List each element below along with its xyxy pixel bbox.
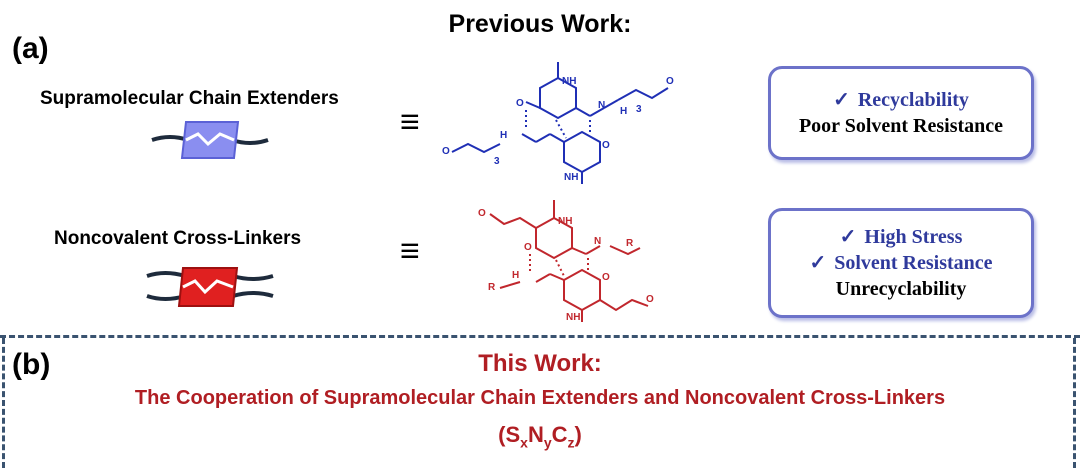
unrecyclability-text: Unrecyclability: [835, 278, 967, 300]
chain-extender-icon: [151, 121, 269, 159]
checkmark-icon: ✓: [839, 226, 857, 248]
nh-label: NH: [566, 312, 580, 323]
o-label: O: [602, 140, 610, 151]
upy-dimer-structure-blue: NH O N H 3 O O NH H 3 O: [442, 62, 674, 184]
o-label: O: [442, 146, 450, 157]
nh-label: NH: [558, 216, 572, 227]
equivalence-symbol-2: ≡: [400, 232, 420, 270]
o-label: O: [602, 272, 610, 283]
properties-box-chain-extenders: ✓ Recyclability Poor Solvent Resistance: [768, 66, 1034, 160]
panel-b-right-border: [1073, 338, 1076, 468]
o-label: O: [478, 208, 486, 219]
o-label: O: [524, 242, 532, 253]
recyclability-item: ✓ Recyclability: [771, 87, 1031, 113]
nh-label: NH: [564, 172, 578, 183]
checkmark-icon: ✓: [809, 252, 827, 274]
o-label: O: [646, 294, 654, 305]
solvent-resistance-text: Solvent Resistance: [834, 252, 993, 274]
nh-label: NH: [562, 76, 576, 87]
r-label: R: [488, 282, 496, 293]
panel-b-left-border: [2, 338, 5, 468]
chain-extenders-label: Supramolecular Chain Extenders: [40, 88, 339, 109]
upy-dimer-structure-red: O NH O N R O NH O H R: [478, 200, 654, 323]
r-label: R: [626, 238, 634, 249]
n-label: N: [598, 100, 605, 111]
section-divider: [0, 335, 1080, 338]
o-label: O: [516, 98, 524, 109]
h-label: H: [512, 270, 519, 281]
cooperation-subtitle: The Cooperation of Supramolecular Chain …: [134, 387, 946, 409]
high-stress-item: ✓ High Stress: [771, 224, 1031, 250]
solvent-resistance-item: ✓ Solvent Resistance: [771, 250, 1031, 276]
sub-3-label: 3: [636, 104, 642, 115]
h-label: H: [620, 106, 627, 117]
previous-work-title: Previous Work:: [448, 10, 632, 38]
n-label: N: [594, 236, 601, 247]
panel-b-label: (b): [12, 348, 51, 381]
h-label: H: [500, 130, 507, 141]
sub-3-label: 3: [494, 156, 500, 167]
poor-solvent-resistance-text: Poor Solvent Resistance: [798, 115, 1004, 137]
cross-linker-icon: [146, 267, 274, 307]
this-work-title: This Work:: [478, 350, 602, 377]
properties-box-cross-linkers: ✓ High Stress ✓ Solvent Resistance Unrecyc…: [768, 208, 1034, 318]
equivalence-symbol-1: ≡: [400, 103, 420, 141]
cross-linkers-label: Noncovalent Cross-Linkers: [54, 228, 302, 249]
checkmark-icon: ✓: [833, 89, 850, 111]
high-stress-text: High Stress: [864, 226, 963, 248]
panel-a-label: (a): [12, 32, 49, 65]
formula-sxnycz: (SxNyCz): [498, 422, 582, 451]
recyclability-text: Recyclability: [857, 89, 969, 111]
o-label: O: [666, 76, 674, 87]
